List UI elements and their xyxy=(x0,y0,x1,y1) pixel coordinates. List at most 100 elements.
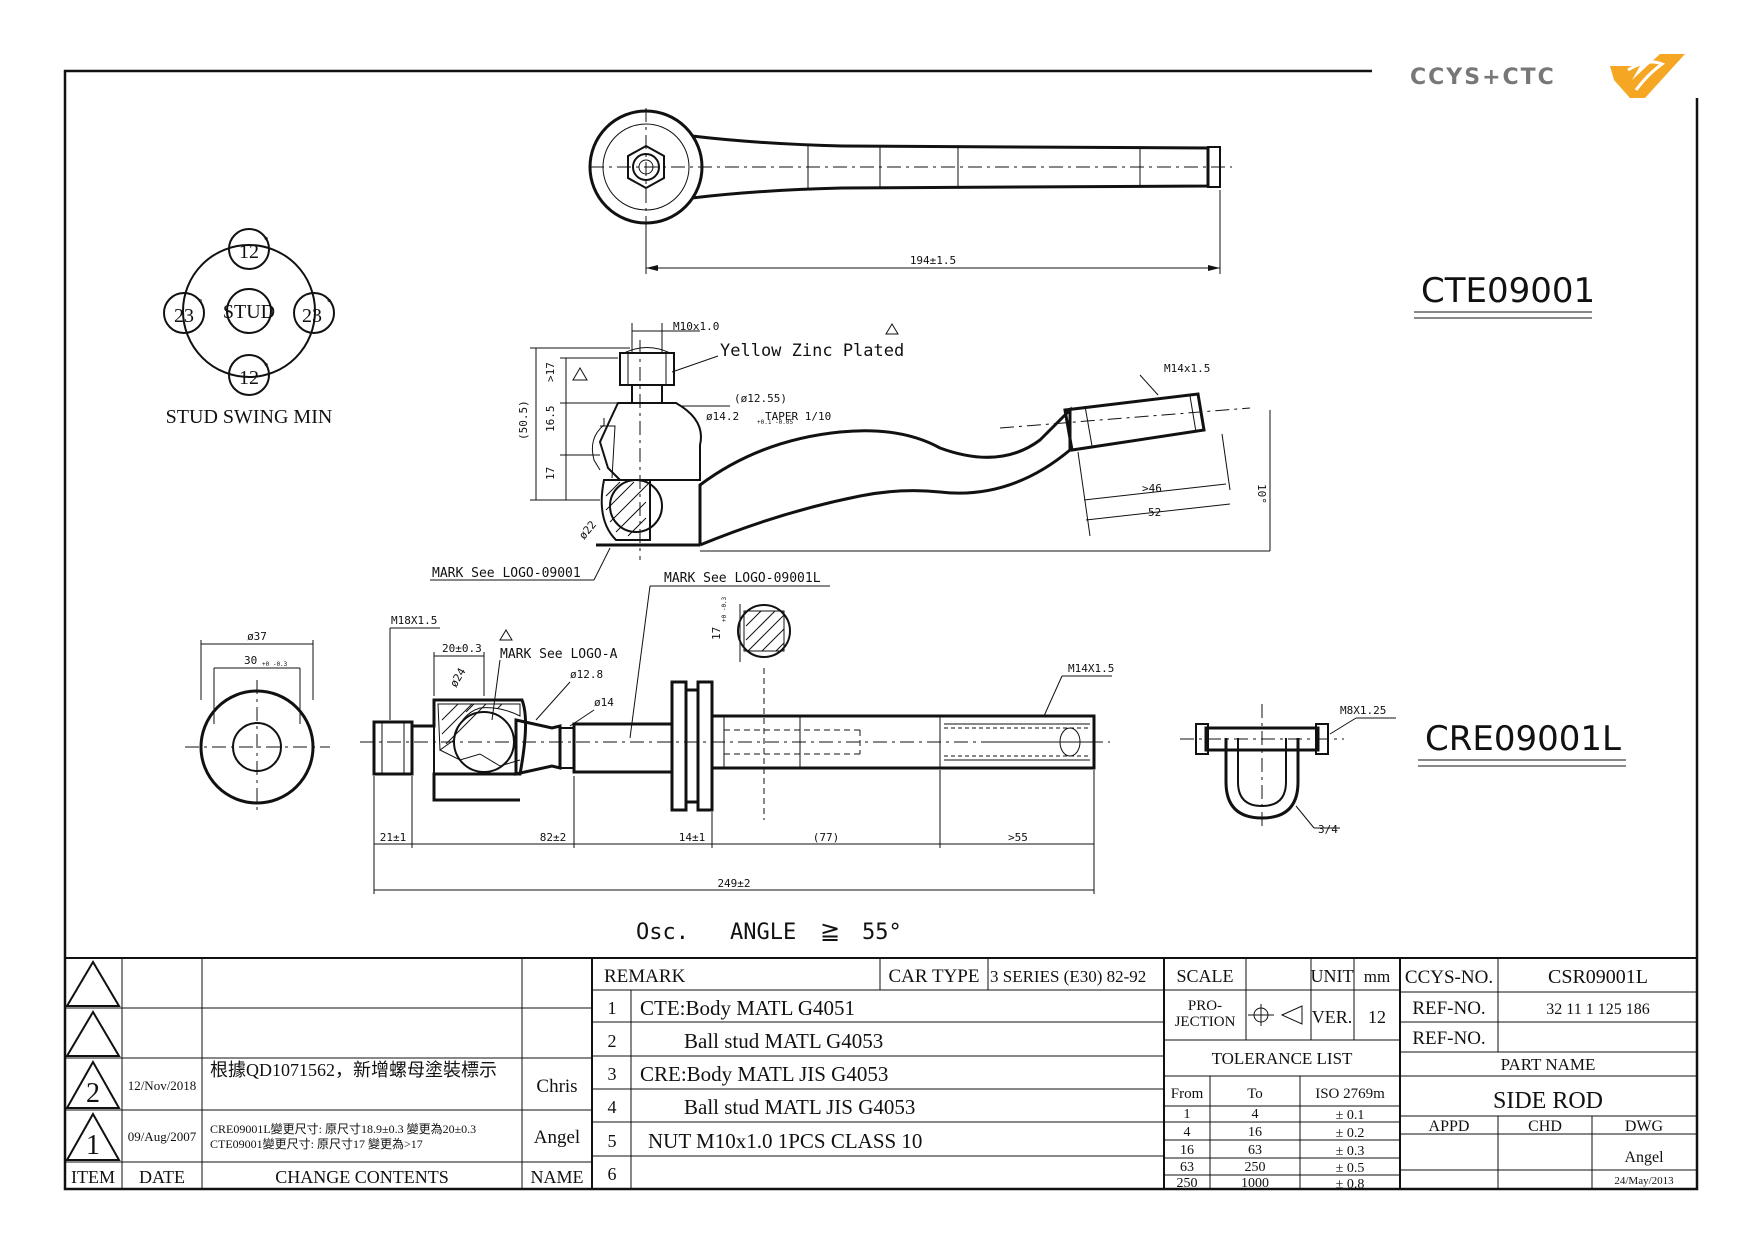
svg-text:JECTION: JECTION xyxy=(1175,1014,1236,1030)
svg-text:Yellow Zinc Plated: Yellow Zinc Plated xyxy=(720,341,904,361)
svg-text:>46: >46 xyxy=(1142,482,1162,495)
svg-text:82±2: 82±2 xyxy=(540,831,567,844)
remarks-table: REMARK CAR TYPE 3 SERIES (E30) 82-92 1 2… xyxy=(592,958,1165,1189)
svg-text:4: 4 xyxy=(608,1097,617,1117)
cre-part-label: CRE09001L xyxy=(1418,719,1626,767)
svg-text:1: 1 xyxy=(608,998,617,1018)
svg-text:M18X1.5: M18X1.5 xyxy=(391,614,437,627)
svg-text:≧: ≧ xyxy=(820,917,840,945)
revision-date-1: 09/Aug/2007 xyxy=(128,1129,197,1144)
logo-mark-swirl xyxy=(1627,60,1666,91)
svg-text:(50.5): (50.5) xyxy=(517,400,530,440)
svg-text:14±1: 14±1 xyxy=(679,831,706,844)
svg-text:ø12.8: ø12.8 xyxy=(570,668,603,681)
svg-text:ø37: ø37 xyxy=(247,630,267,643)
svg-text:ANGLE: ANGLE xyxy=(730,920,796,945)
projection-symbol-icon xyxy=(1248,1004,1303,1026)
svg-text:± 0.3: ± 0.3 xyxy=(1336,1144,1365,1159)
revision-table: 2 12/Nov/2018 根據QD1071562，新增螺母塗裝標示 Chris… xyxy=(65,958,593,1189)
unit-label: UNIT xyxy=(1311,966,1354,986)
svg-text:12: 12 xyxy=(239,241,259,263)
stud-swing-title: STUD SWING MIN xyxy=(166,406,333,428)
cte-side-view: M10x1.0 Yellow Zinc Plated M14x1.5 (ø12.… xyxy=(430,320,1271,739)
ver-label: VER. xyxy=(1312,1007,1353,1027)
svg-text:ø14: ø14 xyxy=(594,696,614,709)
revision-item-1: 1 xyxy=(86,1130,100,1161)
remark-header: REMARK xyxy=(604,966,686,987)
ccys-no-value: CSR09001L xyxy=(1548,966,1648,988)
svg-text:20±0.3: 20±0.3 xyxy=(442,642,482,655)
svg-text:+0.1 -0.05: +0.1 -0.05 xyxy=(757,419,794,426)
svg-text:>55: >55 xyxy=(1008,831,1028,844)
svg-text:3/4: 3/4 xyxy=(1318,823,1338,836)
revision-date-2: 12/Nov/2018 xyxy=(128,1078,197,1093)
svg-text:(ø12.55): (ø12.55) xyxy=(734,392,787,405)
car-type-label: CAR TYPE xyxy=(889,966,980,987)
svg-text:16: 16 xyxy=(1180,1143,1194,1158)
identification-block: CCYS-NO. CSR09001L REF-NO. 32 11 1 125 1… xyxy=(1400,958,1697,1189)
svg-text:249±2: 249±2 xyxy=(717,877,750,890)
svg-text:M10x1.0: M10x1.0 xyxy=(673,320,719,333)
appd-label: APPD xyxy=(1429,1118,1470,1135)
spec-block: SCALE UNIT mm PRO- JECTION VER. 12 TOLER… xyxy=(1164,958,1401,1192)
svg-text:2: 2 xyxy=(608,1031,617,1051)
svg-text:CTE09001: CTE09001 xyxy=(1421,271,1595,311)
svg-text:23: 23 xyxy=(302,305,322,327)
svg-text:ISO 2769m: ISO 2769m xyxy=(1315,1086,1385,1102)
revision-content-1: CRE09001L變更尺寸: 原尺寸18.9±0.3 變更為20±0.3 xyxy=(210,1121,476,1136)
svg-text:°: ° xyxy=(198,297,202,309)
svg-text:CRE09001L: CRE09001L xyxy=(1425,719,1621,759)
scale-label: SCALE xyxy=(1176,966,1233,986)
svg-text:M14x1.5: M14x1.5 xyxy=(1164,362,1210,375)
svg-text:16: 16 xyxy=(1248,1125,1262,1140)
svg-text:Osc.: Osc. xyxy=(636,920,689,945)
ref-no-value: 32 11 1 125 186 xyxy=(1546,1001,1649,1018)
remark-3: CRE:Body MATL JIS G4053 xyxy=(640,1062,888,1086)
svg-text:17: 17 xyxy=(710,627,723,640)
svg-text:52: 52 xyxy=(1148,506,1161,519)
remark-4: Ball stud MATL JIS G4053 xyxy=(684,1095,915,1119)
ref-no2-label: REF-NO. xyxy=(1412,1028,1485,1049)
svg-text:23: 23 xyxy=(174,305,194,327)
cre-side-view: 17 +0 -0.3 M18X1.5 20±0.3 MARK See LOGO-… xyxy=(360,596,1114,894)
remark-5: NUT M10x1.0 1PCS CLASS 10 xyxy=(648,1129,922,1153)
svg-text:21±1: 21±1 xyxy=(380,831,407,844)
projection-label: PRO- xyxy=(1188,998,1222,1014)
cte-top-view: 194±1.5 xyxy=(588,108,1232,274)
svg-text:6: 6 xyxy=(608,1164,617,1184)
svg-text:M14X1.5: M14X1.5 xyxy=(1068,662,1114,675)
svg-text:250: 250 xyxy=(1245,1160,1266,1175)
revision-content-1b: CTE09001變更尺寸: 原尺寸17 變更為>17 xyxy=(210,1136,423,1151)
svg-text:30: 30 xyxy=(244,654,257,667)
svg-text:>17: >17 xyxy=(544,362,557,382)
svg-text:(77): (77) xyxy=(813,831,840,844)
svg-text:MARK See LOGO-A: MARK See LOGO-A xyxy=(500,647,618,662)
svg-text:1000: 1000 xyxy=(1241,1176,1269,1191)
header-date: DATE xyxy=(139,1167,185,1187)
svg-text:4: 4 xyxy=(1184,1125,1191,1140)
svg-text:194±1.5: 194±1.5 xyxy=(910,254,956,267)
svg-text:3: 3 xyxy=(608,1064,617,1084)
dwg-label: DWG xyxy=(1625,1118,1664,1135)
svg-text:63: 63 xyxy=(1180,1160,1194,1175)
svg-text:5: 5 xyxy=(608,1131,617,1151)
svg-text:17: 17 xyxy=(544,467,557,480)
cre-clamp-view: M8X1.25 3/4 xyxy=(1180,704,1396,836)
header-change-contents: CHANGE CONTENTS xyxy=(275,1167,449,1187)
cre-end-view: ø37 30 +0 -0.3 xyxy=(185,630,330,812)
revision-item-2: 2 xyxy=(86,1078,100,1109)
svg-text:MARK See LOGO-09001L: MARK See LOGO-09001L xyxy=(664,571,821,586)
remark-1: CTE:Body MATL G4051 xyxy=(640,996,855,1020)
remark-2: Ball stud MATL G4053 xyxy=(684,1029,883,1053)
ccys-no-label: CCYS-NO. xyxy=(1405,967,1493,988)
svg-text:55°: 55° xyxy=(862,920,902,945)
company-logo: CCYS+CTC xyxy=(1410,54,1685,98)
svg-text:± 0.5: ± 0.5 xyxy=(1336,1161,1365,1176)
cte-part-label: CTE09001 xyxy=(1414,271,1595,319)
car-type-value: 3 SERIES (E30) 82-92 xyxy=(990,967,1146,986)
svg-text:4: 4 xyxy=(1252,1107,1259,1122)
svg-text:ø14.2: ø14.2 xyxy=(706,410,739,423)
svg-text:From: From xyxy=(1171,1086,1204,1102)
part-name-label: PART NAME xyxy=(1501,1055,1596,1074)
unit-value: mm xyxy=(1364,967,1390,986)
